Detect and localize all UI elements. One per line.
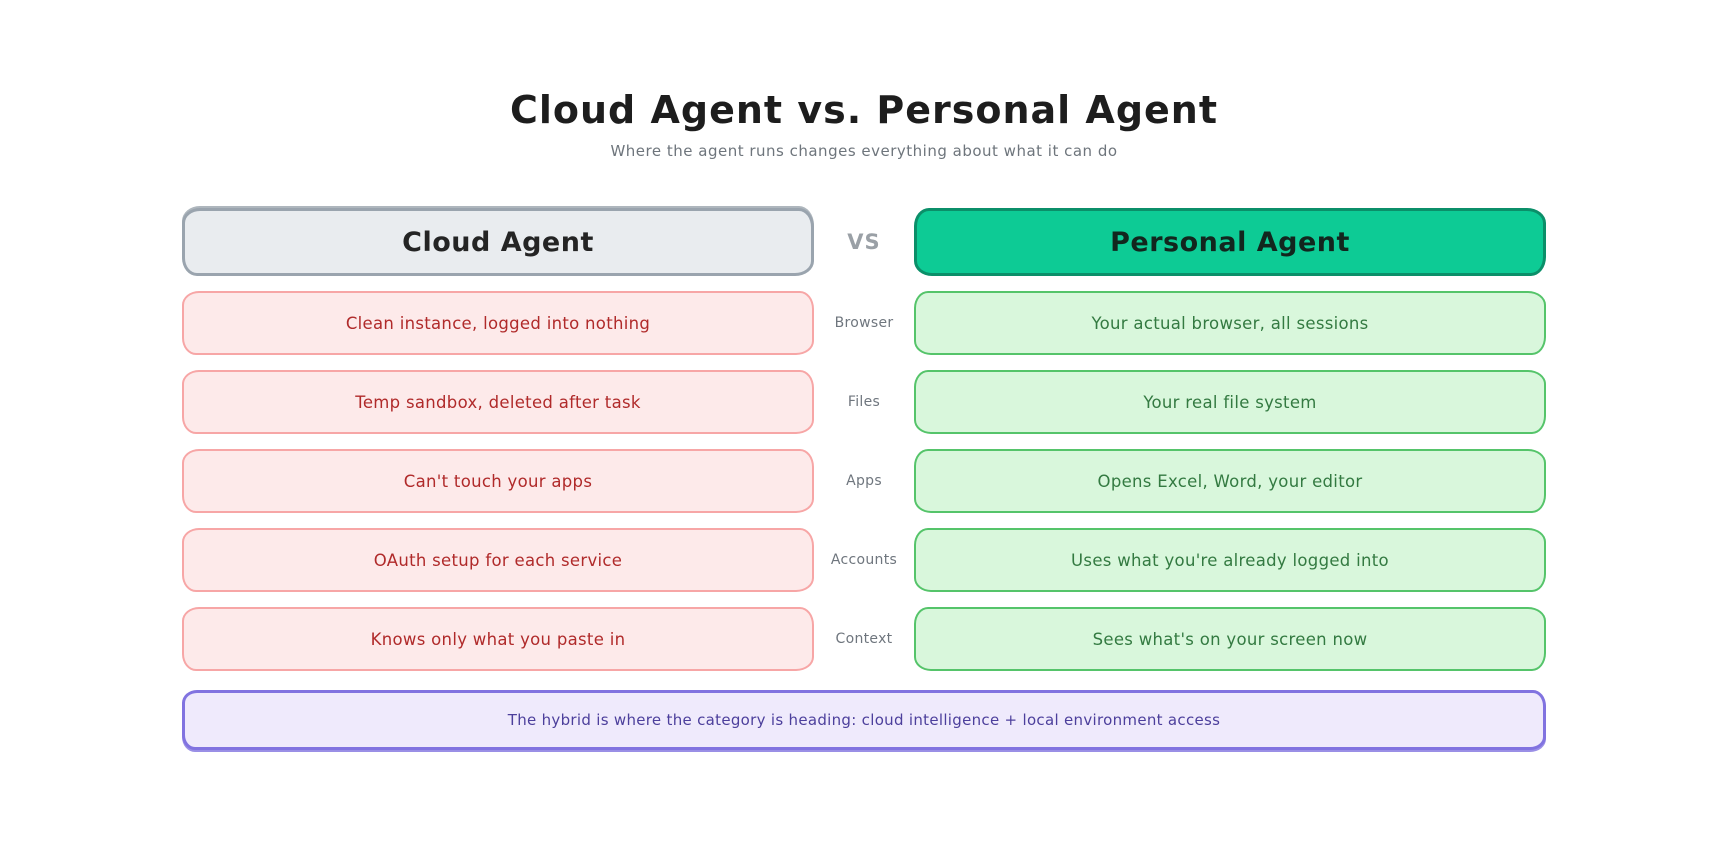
personal-accounts-cell: Uses what you're already logged into [914, 528, 1546, 592]
cloud-browser-cell: Clean instance, logged into nothing [182, 291, 814, 355]
comparison-grid: Cloud Agent VS Personal Agent Clean inst… [182, 208, 1546, 671]
title-block: Cloud Agent vs. Personal Agent Where the… [0, 88, 1728, 160]
cloud-agent-header: Cloud Agent [182, 208, 814, 276]
cloud-context-cell: Knows only what you paste in [182, 607, 814, 671]
vs-label: VS [847, 230, 881, 254]
page-subtitle: Where the agent runs changes everything … [610, 142, 1118, 160]
row-label-browser: Browser [834, 315, 894, 331]
row-label-context: Context [835, 631, 893, 647]
row-label-apps: Apps [846, 473, 882, 489]
cloud-apps-cell: Can't touch your apps [182, 449, 814, 513]
row-label-accounts: Accounts [830, 552, 898, 568]
row-label-files: Files [847, 394, 881, 410]
personal-apps-cell: Opens Excel, Word, your editor [914, 449, 1546, 513]
cloud-files-cell: Temp sandbox, deleted after task [182, 370, 814, 434]
cloud-accounts-cell: OAuth setup for each service [182, 528, 814, 592]
personal-agent-header: Personal Agent [914, 208, 1546, 276]
page-title: Cloud Agent vs. Personal Agent [509, 88, 1219, 132]
hybrid-summary-banner: The hybrid is where the category is head… [182, 690, 1546, 750]
personal-browser-cell: Your actual browser, all sessions [914, 291, 1546, 355]
personal-files-cell: Your real file system [914, 370, 1546, 434]
personal-context-cell: Sees what's on your screen now [914, 607, 1546, 671]
